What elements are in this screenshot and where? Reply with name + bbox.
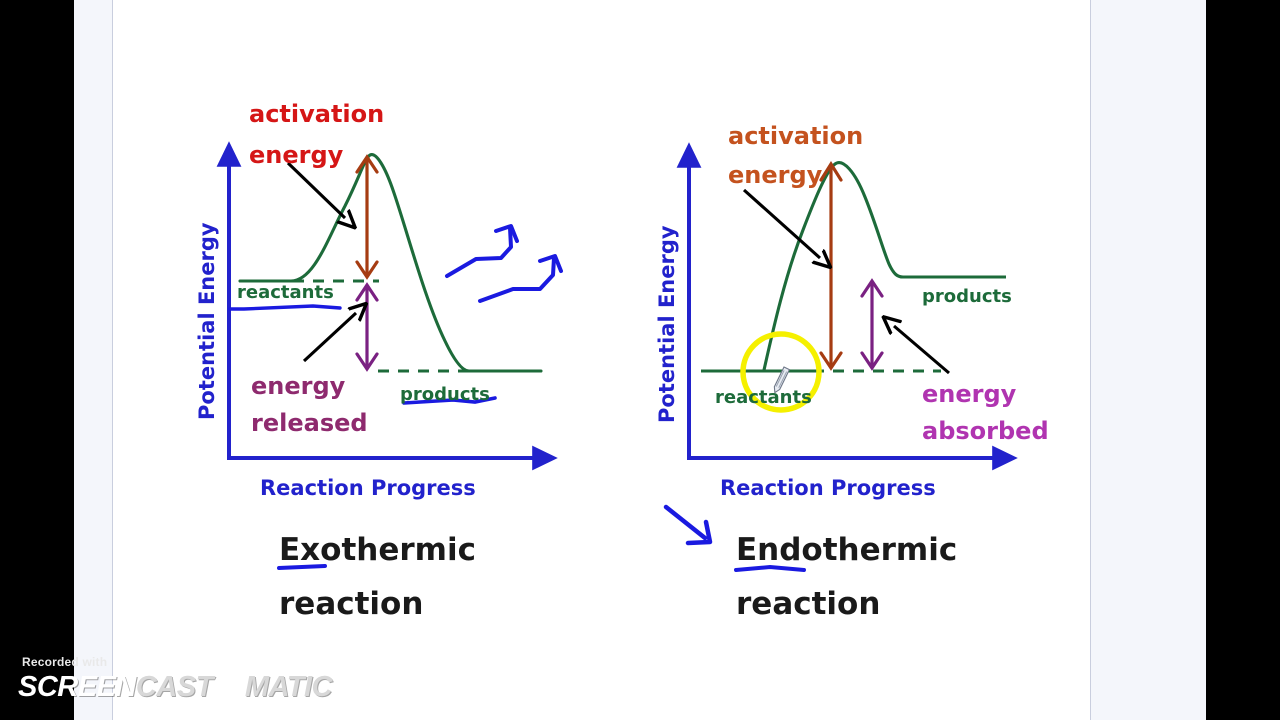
activation-energy-arrow (355, 154, 379, 280)
products-ink-underline (402, 396, 497, 405)
chart-caption-line1: Endothermic (736, 532, 957, 568)
activation-energy-label-line2: energy (728, 161, 823, 189)
page-rule-left (112, 0, 113, 720)
letterbox-left (0, 0, 74, 720)
highlight-circle-annotation (740, 331, 822, 413)
caption-ink-underline (277, 564, 327, 570)
letterbox-right (1206, 0, 1280, 720)
chart-endothermic: activation energy products reactants ene… (655, 122, 1049, 622)
slide-canvas (113, 0, 1090, 720)
products-label: products (922, 286, 1012, 307)
x-axis-label: Reaction Progress (260, 476, 476, 500)
reactants-ink-underline (228, 304, 342, 311)
energy-released-pointer-arrow (302, 313, 356, 363)
page-gutter-left (74, 0, 113, 720)
activation-pointer-arrow (742, 188, 820, 258)
y-axis-label: Potential Energy (195, 222, 219, 420)
x-axis-label: Reaction Progress (720, 476, 936, 500)
reactants-label: reactants (715, 387, 812, 408)
activation-energy-label-line2: energy (249, 141, 344, 169)
reactants-label: reactants (237, 282, 334, 303)
energy-released-label-line2: released (251, 409, 368, 437)
chart-exothermic: activation energy reactants products ene… (195, 100, 563, 622)
page-gutter-right (1091, 0, 1206, 720)
activation-energy-label-line1: activation (728, 122, 863, 150)
energy-absorbed-pointer-arrow (894, 326, 951, 375)
y-axis-label: Potential Energy (655, 225, 679, 423)
caption-ink-underline (734, 564, 806, 572)
energy-absorbed-arrow (860, 278, 884, 371)
pen-cursor (773, 366, 791, 394)
endothermic-pointer-ink-arrow (663, 504, 713, 546)
chart-caption-line2: reaction (279, 586, 423, 622)
energy-released-arrow (355, 282, 379, 372)
chart-caption-line2: reaction (736, 586, 880, 622)
reaction-curve (238, 153, 543, 373)
reaction-curve (762, 161, 1003, 372)
page-rule-right (1090, 0, 1091, 720)
ink-squiggle-arrows (445, 224, 563, 303)
axes-exothermic (216, 141, 558, 471)
energy-diagram-canvas: activation energy reactants products ene… (195, 100, 1049, 622)
energy-released-label-line1: energy (251, 372, 346, 400)
activation-energy-label-line1: activation (249, 100, 384, 128)
energy-absorbed-label-line2: absorbed (922, 417, 1049, 445)
axes-endothermic (676, 142, 1018, 471)
energy-absorbed-label-line1: energy (922, 380, 1017, 408)
activation-pointer-arrow (286, 161, 345, 218)
chart-caption-line1: Exothermic (279, 532, 476, 568)
activation-energy-arrow (819, 160, 843, 371)
products-label: products (400, 384, 490, 405)
